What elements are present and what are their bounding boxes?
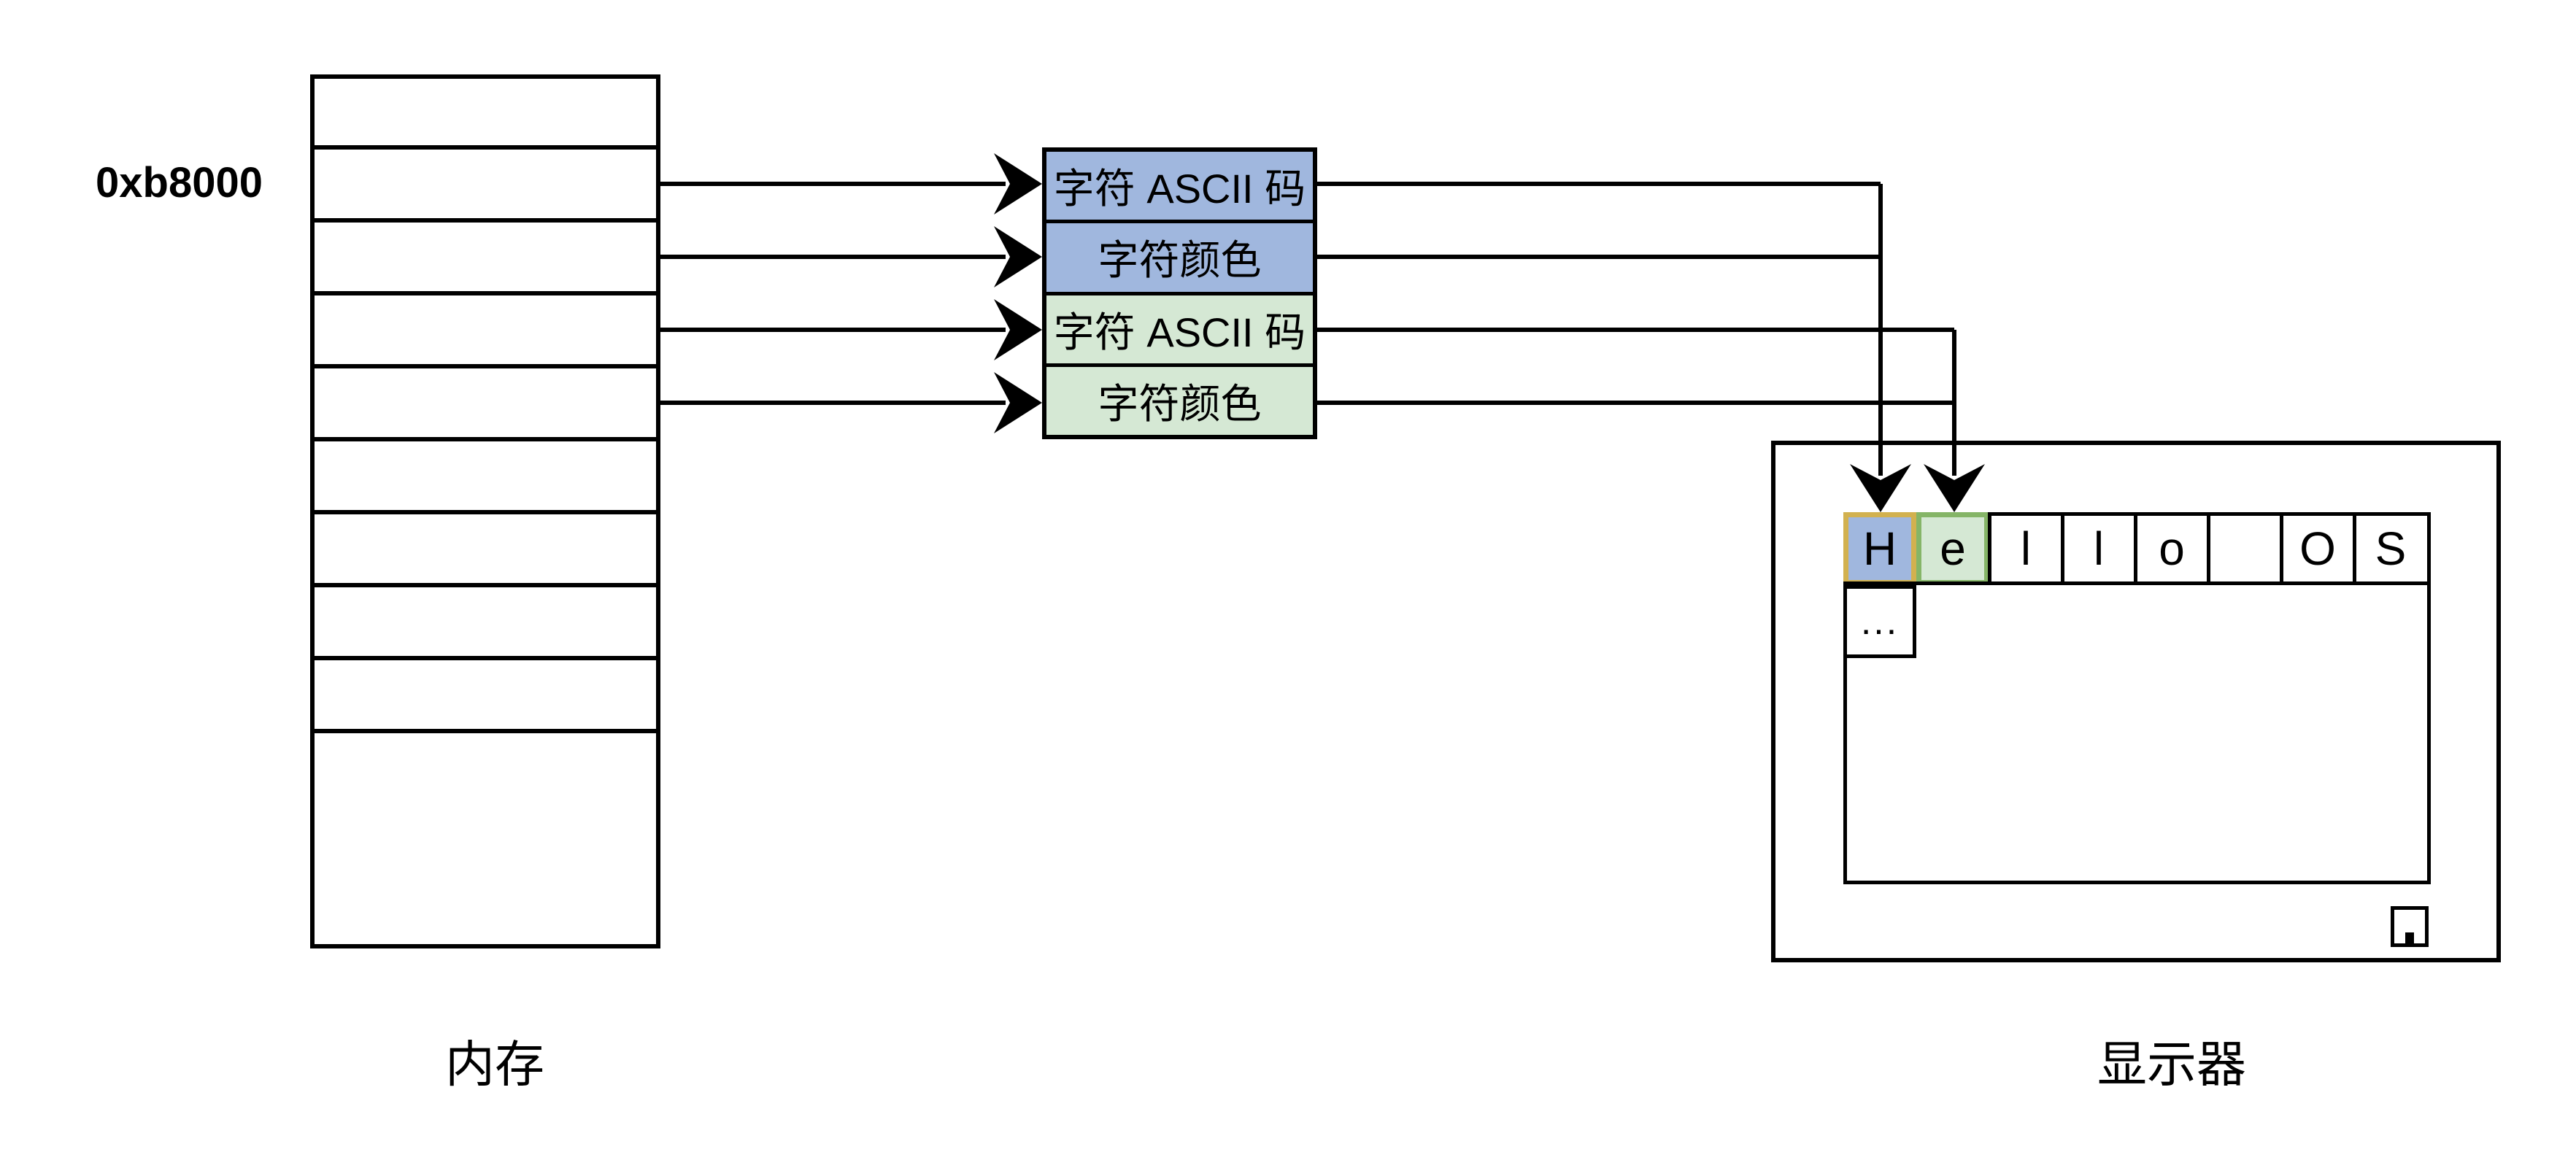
cell-divider <box>2061 512 2064 585</box>
cell-row-bottom-line <box>1843 581 2427 585</box>
memory-caption: 内存 <box>444 1037 545 1093</box>
screen-cell-e: e <box>1916 512 1989 585</box>
screen-cell: l <box>2093 522 2105 575</box>
memory-row-line <box>315 364 656 368</box>
memory-row-line <box>315 729 656 733</box>
cell-divider <box>2280 512 2283 585</box>
vram-row-ascii-char1: 字符 ASCII 码 <box>1046 152 1313 220</box>
cell-divider <box>2134 512 2137 585</box>
memory-row-line <box>315 510 656 514</box>
vram-row-color-char2: 字符颜色 <box>1046 363 1313 435</box>
cursor-tick <box>2405 932 2414 943</box>
memory-row-line <box>315 656 656 660</box>
cell-divider <box>2353 512 2356 585</box>
arrow-memory-to-vram-1 <box>660 153 1042 215</box>
memory-row-line <box>315 583 656 587</box>
memory-row-line <box>315 291 656 295</box>
screen-cell: S <box>2375 522 2407 575</box>
screen-cell-ellipsis: ... <box>1843 585 1916 658</box>
memory-row-line <box>315 145 656 150</box>
vram-row-color-char1: 字符颜色 <box>1046 220 1313 292</box>
screen-cell-H: H <box>1843 512 1916 585</box>
arrow-memory-to-vram-4 <box>660 372 1042 433</box>
monitor-caption: 显示器 <box>2097 1037 2247 1093</box>
memory-row-line <box>315 437 656 441</box>
vram-row-ascii-char2: 字符 ASCII 码 <box>1046 291 1313 363</box>
cell-divider <box>2207 512 2210 585</box>
screen-cell: o <box>2159 522 2185 575</box>
screen-cell: O <box>2299 522 2336 575</box>
arrow-memory-to-vram-2 <box>660 226 1042 287</box>
screen-cell: l <box>2020 522 2032 575</box>
vram-block: 字符 ASCII 码 字符颜色 字符 ASCII 码 字符颜色 <box>1042 147 1317 439</box>
cursor-icon <box>2391 906 2429 947</box>
memory-address-label: 0xb8000 <box>96 159 263 207</box>
arrow-memory-to-vram-3 <box>660 299 1042 360</box>
screen-cell-blank <box>2208 512 2281 585</box>
memory-row-line <box>315 218 656 223</box>
memory-box <box>310 74 660 948</box>
cell-divider <box>1988 512 1991 585</box>
